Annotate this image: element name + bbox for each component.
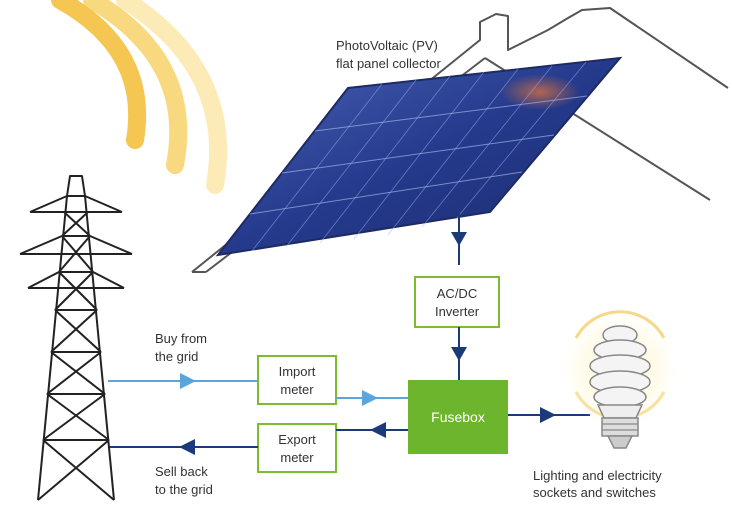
buy-label-line2: the grid [155,349,198,364]
buy-label-line1: Buy from [155,331,207,346]
inverter-label-line1: AC/DC [437,286,477,301]
light-bulb-icon [562,310,678,449]
fusebox-label: Fusebox [431,409,485,425]
buy-from-grid-arrow [108,373,258,389]
pv-label-line2: flat panel collector [336,56,441,71]
import-to-fusebox-arrow [336,390,408,406]
sell-to-grid-arrow [108,439,258,455]
export-meter-label-line2: meter [280,450,314,465]
fusebox-to-lighting-arrow [508,407,590,423]
import-meter-box: Import meter [257,355,337,405]
sun-rays-icon [51,0,227,194]
sell-label-line1: Sell back [155,464,208,479]
import-meter-label-line2: meter [280,382,314,397]
export-meter-box: Export meter [257,423,337,473]
solar-panel-icon [215,56,623,257]
pv-label-line1: PhotoVoltaic (PV) [336,38,438,53]
fusebox-to-export-arrow [336,422,408,438]
import-meter-label-line1: Import [279,364,316,379]
sell-label-line2: to the grid [155,482,213,497]
export-meter-label-line1: Export [278,432,316,447]
lighting-label-line1: Lighting and electricity [533,468,662,483]
inverter-to-fusebox-arrow [451,327,467,380]
transmission-tower-icon [19,175,133,501]
panel-to-inverter-arrow [451,214,467,265]
lighting-label-line2: sockets and switches [533,485,656,500]
fusebox: Fusebox [408,380,508,454]
inverter-box: AC/DC Inverter [414,276,500,328]
inverter-label-line2: Inverter [435,304,480,319]
